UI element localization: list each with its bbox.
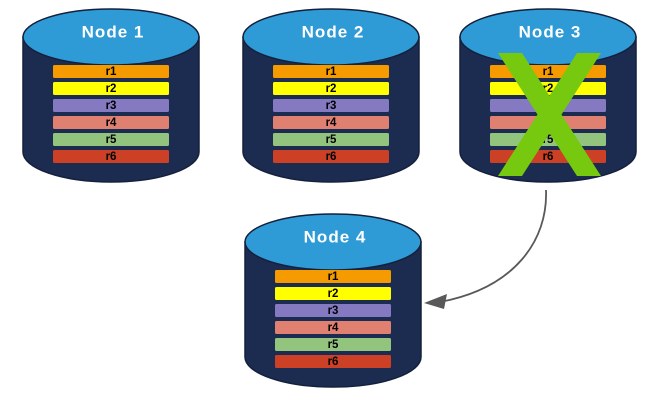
node1-row-r5-label: r5 (106, 134, 117, 146)
node-node2[interactable]: Node 2 r1 r2 r3 r4 r5 (242, 8, 420, 183)
node4-row-r4-bar[interactable] (275, 321, 391, 334)
table-row: r1 (273, 65, 389, 78)
node-node4[interactable]: Node 4 r1 r2 r3 r4 r5 (244, 213, 422, 388)
table-row: r1 (53, 65, 169, 78)
node1-row-r6-bar[interactable] (53, 150, 169, 163)
table-row: r6 (273, 150, 389, 163)
table-row: r2 (490, 82, 606, 95)
node-node1[interactable]: Node 1 r1 r2 r3 r4 r5 (22, 8, 200, 183)
table-row: r5 (53, 133, 169, 146)
node4-row-r3-label: r3 (328, 305, 339, 317)
node4-row-r6-bar[interactable] (275, 355, 391, 368)
node3-title: Node 3 (519, 22, 582, 41)
connector-arrowhead-icon (424, 294, 447, 309)
table-row: r4 (275, 321, 391, 334)
node1-row-r6-label: r6 (106, 151, 117, 163)
node4-row-r2-label: r2 (328, 288, 339, 300)
node2-row-r2-label: r2 (326, 83, 337, 95)
node2-row-r4-label: r4 (326, 117, 337, 129)
table-row: r6 (53, 150, 169, 163)
table-row: r2 (275, 287, 391, 300)
node4-row-r5-bar[interactable] (275, 338, 391, 351)
node4-row-r5-label: r5 (328, 339, 339, 351)
node3-failure-cross-icon (498, 53, 601, 176)
node2-rows: r1 r2 r3 r4 r5 r6 (273, 65, 389, 163)
node3-row-r1-label: r1 (543, 66, 554, 78)
node2-title: Node 2 (302, 22, 365, 41)
table-row: r2 (53, 82, 169, 95)
node4-row-r3-bar[interactable] (275, 304, 391, 317)
node2-row-r3-label: r3 (326, 100, 337, 112)
node1-row-r2-bar[interactable] (53, 82, 169, 95)
node1-rows: r1 r2 r3 r4 r5 r6 (53, 65, 169, 163)
node4-row-r1-label: r1 (328, 271, 339, 283)
table-row: r3 (275, 304, 391, 317)
node1-title: Node 1 (82, 22, 145, 41)
cross-stroke-up-icon (498, 53, 601, 176)
table-row: r5 (275, 338, 391, 351)
table-row: r1 (275, 270, 391, 283)
node2-row-r4-bar[interactable] (273, 116, 389, 129)
node3-row-r6-label: r6 (543, 151, 554, 163)
node1-row-r3-bar[interactable] (53, 99, 169, 112)
node3-row-r2-label: r2 (543, 83, 554, 95)
node1-row-r4-bar[interactable] (53, 116, 169, 129)
node2-row-r1-label: r1 (326, 66, 337, 78)
node4-row-r1-bar[interactable] (275, 270, 391, 283)
node2-row-r5-label: r5 (326, 134, 337, 146)
table-row: r3 (53, 99, 169, 112)
node-node3[interactable]: Node 3 r1 r2 r3 r4 r5 (459, 8, 637, 183)
table-row: r6 (275, 355, 391, 368)
node1-row-r1-bar[interactable] (53, 65, 169, 78)
node4-row-r6-label: r6 (328, 356, 339, 368)
table-row: r2 (273, 82, 389, 95)
node2-row-r3-bar[interactable] (273, 99, 389, 112)
table-row: r5 (273, 133, 389, 146)
connector-node3-to-node4 (424, 189, 547, 309)
table-row: r4 (273, 116, 389, 129)
node2-row-r6-bar[interactable] (273, 150, 389, 163)
node2-row-r5-bar[interactable] (273, 133, 389, 146)
node1-row-r3-label: r3 (106, 100, 117, 112)
node2-row-r2-bar[interactable] (273, 82, 389, 95)
node1-row-r2-label: r2 (106, 83, 117, 95)
node4-row-r4-label: r4 (328, 322, 339, 334)
node1-row-r5-bar[interactable] (53, 133, 169, 146)
node1-row-r1-label: r1 (106, 66, 117, 78)
node4-rows: r1 r2 r3 r4 r5 r6 (275, 270, 391, 368)
table-row: r4 (53, 116, 169, 129)
node4-row-r2-bar[interactable] (275, 287, 391, 300)
table-row: r3 (273, 99, 389, 112)
connector-curve (439, 189, 547, 303)
node2-row-r6-label: r6 (326, 151, 337, 163)
node2-row-r1-bar[interactable] (273, 65, 389, 78)
node4-title: Node 4 (304, 227, 367, 246)
node1-row-r4-label: r4 (106, 117, 117, 129)
node3-row-r5-label: r5 (543, 134, 554, 146)
